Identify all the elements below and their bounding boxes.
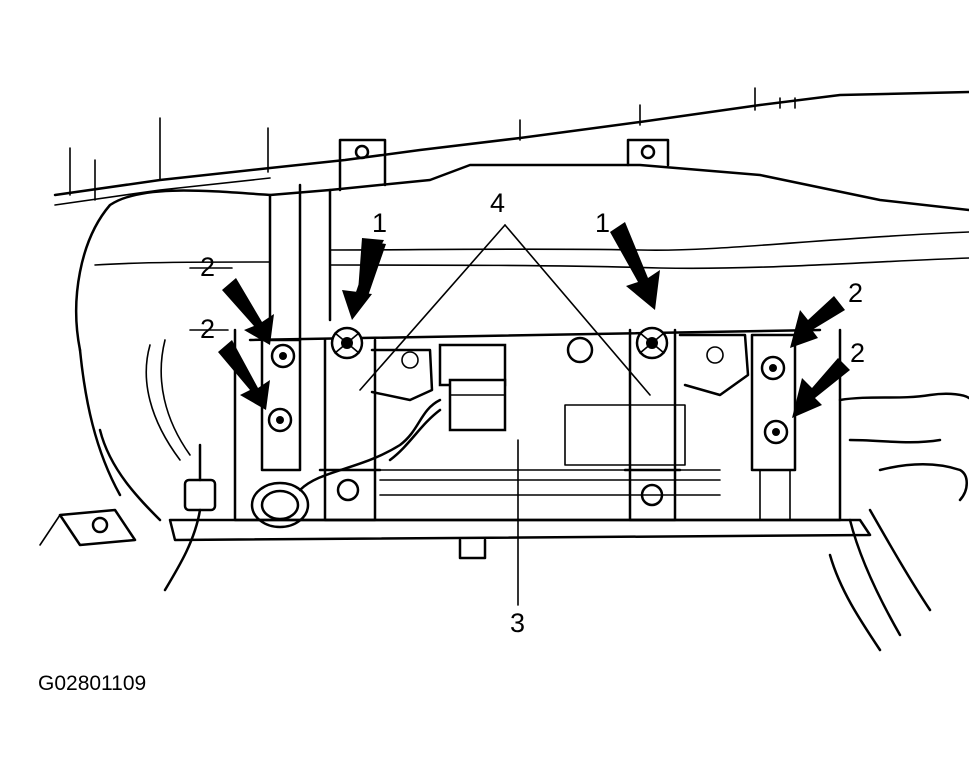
nut-left-top bbox=[270, 343, 296, 369]
nut-right-bottom bbox=[763, 419, 789, 445]
top-mounting-tab-left bbox=[338, 138, 387, 192]
callout-2-right-top: 2 bbox=[848, 278, 863, 308]
mounting-bracket-left bbox=[318, 338, 434, 522]
callout-4: 4 bbox=[490, 188, 505, 218]
callout-2-left-top: 2 bbox=[200, 252, 215, 282]
arrow-2-right-bottom bbox=[792, 358, 850, 418]
mounting-bracket-right bbox=[623, 328, 750, 522]
callout-2-right-bottom: 2 bbox=[850, 338, 865, 368]
arrow-2-right-top bbox=[790, 296, 845, 348]
bolt-right bbox=[635, 326, 669, 360]
figure-id: G02801109 bbox=[38, 672, 146, 695]
dashboard-housing bbox=[75, 163, 969, 522]
side-bracket-left bbox=[260, 338, 302, 472]
leader-line-4-left bbox=[359, 224, 506, 391]
arrow-2-left-top bbox=[222, 278, 274, 345]
leader-line-4-right bbox=[504, 224, 651, 396]
side-bracket-right bbox=[750, 333, 797, 521]
callout-1-right: 1 bbox=[595, 208, 610, 238]
callout-1-left: 1 bbox=[372, 208, 387, 238]
arrow-2-left-bottom bbox=[218, 340, 270, 410]
callout-3: 3 bbox=[510, 608, 525, 638]
lower-left-mount-tab bbox=[39, 508, 137, 547]
callout-2-left-bottom: 2 bbox=[200, 314, 215, 344]
right-wiring-harness bbox=[828, 392, 969, 652]
arrow-1-right bbox=[610, 222, 660, 310]
lower-left-wire-clip bbox=[163, 443, 217, 592]
lower-left-grommet bbox=[250, 481, 310, 529]
wiring-connector bbox=[298, 343, 507, 492]
nut-right-top bbox=[760, 355, 786, 381]
bolt-left bbox=[330, 326, 364, 360]
lower-center-clip bbox=[458, 538, 487, 560]
top-mounting-tab-right bbox=[626, 138, 670, 167]
nut-left-bottom bbox=[267, 407, 293, 433]
arrow-1-left bbox=[342, 238, 386, 320]
dashboard-top-edge bbox=[53, 87, 969, 206]
